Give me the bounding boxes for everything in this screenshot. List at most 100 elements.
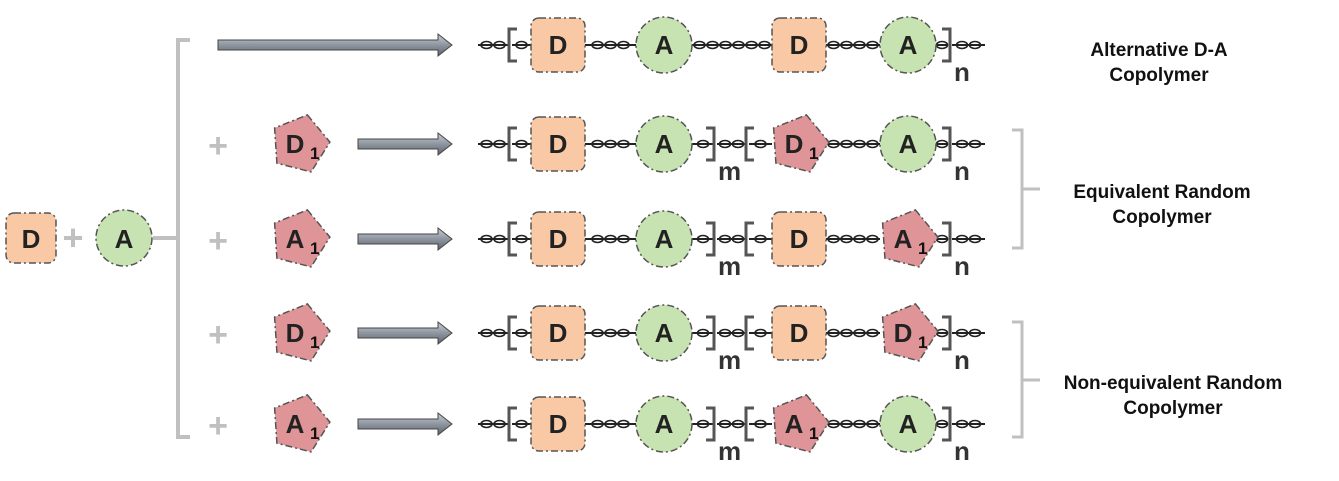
repeat-bracket-close xyxy=(706,126,716,162)
chain-link-icon xyxy=(840,139,853,149)
acceptor-1-label-subscript: 1 xyxy=(310,239,319,258)
equivalent-group-bracket xyxy=(1012,128,1024,250)
caption-equivalent-line1: Equivalent Random xyxy=(1073,182,1250,203)
chain-link-icon xyxy=(840,328,853,338)
caption-equivalent: Equivalent Random Copolymer xyxy=(1073,182,1250,228)
chain-link-icon xyxy=(968,328,982,338)
chain-link-icon xyxy=(840,40,853,50)
repeat-bracket-open xyxy=(507,27,517,63)
acceptor-unit: A xyxy=(879,395,937,453)
donor-unit: D xyxy=(530,17,586,73)
chain-link-icon xyxy=(827,419,840,429)
plus-sign: + xyxy=(208,316,228,354)
chain-link-icon xyxy=(493,328,506,338)
acceptor-1-label: A xyxy=(286,224,305,254)
acceptor-1-label-subscript: 1 xyxy=(918,239,927,258)
chain-link-icon xyxy=(827,40,840,50)
chain-link-icon xyxy=(955,139,969,149)
chain-link-icon xyxy=(827,234,840,244)
chain-link-icon xyxy=(968,419,982,429)
chain-link-icon xyxy=(731,419,745,429)
donor-1-label-subscript: 1 xyxy=(310,144,319,163)
chain-link-icon xyxy=(617,139,630,149)
chain-link-icon xyxy=(696,328,710,338)
acceptor-unit: A xyxy=(635,395,693,453)
chain-link-icon xyxy=(866,139,879,149)
acceptor-unit-label: A xyxy=(899,129,918,159)
repeat-subscript: n xyxy=(954,57,970,87)
donor-1-label-subscript: 1 xyxy=(310,333,319,352)
plus-sign: + xyxy=(208,127,228,165)
caption-non-equivalent: Non-equivalent Random Copolymer xyxy=(1064,373,1283,419)
chain-link-icon xyxy=(493,139,506,149)
acceptor-label: A xyxy=(115,224,134,254)
caption-alternative-line2: Copolymer xyxy=(1109,65,1209,86)
chain-link-icon xyxy=(515,234,528,244)
chain-link-icon xyxy=(758,40,771,50)
repeat-bracket-close xyxy=(942,221,952,257)
chain-link-icon xyxy=(515,419,528,429)
acceptor-unit-label: A xyxy=(655,224,674,254)
chain-link-icon xyxy=(853,328,866,338)
plus-sign: + xyxy=(208,222,228,260)
chain-link-icon xyxy=(591,40,604,50)
repeat-bracket-close xyxy=(942,315,952,351)
repeat-subscript: n xyxy=(954,436,970,466)
caption-non-equivalent-line2: Copolymer xyxy=(1123,398,1223,419)
chain-link-icon xyxy=(617,40,630,50)
donor-unit: D xyxy=(771,17,827,73)
plus-sign: + xyxy=(62,217,83,258)
donor-1-label-subscript: 1 xyxy=(918,333,927,352)
donor-unit-label: D xyxy=(549,129,568,159)
chain-link-icon xyxy=(604,40,617,50)
chain-link-icon xyxy=(731,328,745,338)
repeat-subscript: m xyxy=(718,436,741,466)
acceptor-unit-label: A xyxy=(655,129,674,159)
acceptor-1-label-subscript: 1 xyxy=(310,424,319,443)
donor-unit-label: D xyxy=(790,30,809,60)
chain-link-icon xyxy=(718,139,732,149)
reaction-arrow-icon xyxy=(357,226,453,252)
repeat-bracket-open xyxy=(507,221,517,257)
donor-unit-label: D xyxy=(549,409,568,439)
caption-alternative: Alternative D-A Copolymer xyxy=(1090,40,1228,86)
chain-link-icon xyxy=(696,234,710,244)
acceptor-unit-label: A xyxy=(655,318,674,348)
donor-1-label-subscript: 1 xyxy=(809,144,818,163)
chain-link-icon xyxy=(866,40,879,50)
chain-link-icon xyxy=(515,40,528,50)
chain-link-icon xyxy=(955,419,969,429)
chain-link-icon xyxy=(827,328,840,338)
repeat-bracket-close xyxy=(706,406,716,442)
chain-link-icon xyxy=(853,419,866,429)
chain-link-icon xyxy=(604,328,617,338)
chain-link-icon xyxy=(731,234,745,244)
chain-link-icon xyxy=(706,40,719,50)
repeat-bracket-open xyxy=(744,315,754,351)
chain-link-icon xyxy=(853,234,866,244)
donor-1-label: D xyxy=(286,318,305,348)
donor-1-label: D xyxy=(785,129,804,159)
repeat-bracket-close xyxy=(942,126,952,162)
chain-link-icon xyxy=(480,139,493,149)
chain-link-icon xyxy=(617,234,630,244)
donor-unit: D xyxy=(530,116,586,172)
repeat-subscript: n xyxy=(954,251,970,281)
acceptor-unit: A xyxy=(635,16,693,74)
chain-link-icon xyxy=(840,234,853,244)
chain-link-icon xyxy=(968,234,982,244)
chain-link-icon xyxy=(480,234,493,244)
caption-equivalent-line2: Copolymer xyxy=(1112,207,1212,228)
